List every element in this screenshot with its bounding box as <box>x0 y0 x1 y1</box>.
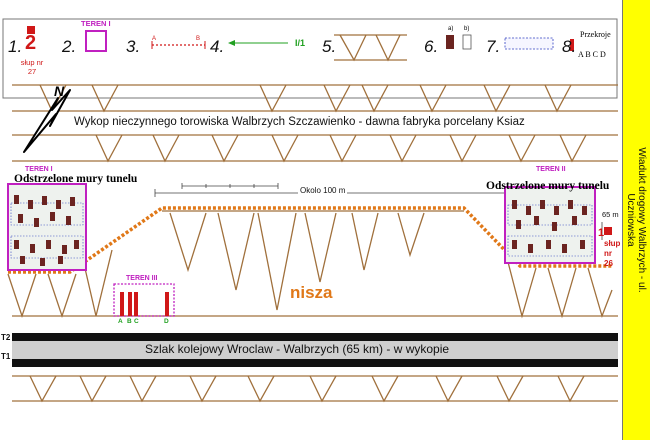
tunnel-right-label: Odstrzelone mury tunelu <box>486 180 610 192</box>
section-c-label: C <box>134 318 139 325</box>
teren2-bricks <box>512 200 587 253</box>
legend-item-3-label-b: B <box>196 36 201 42</box>
pole-26-label: słup nr 26 <box>604 239 621 268</box>
legend-item-1-number: 1. <box>8 37 23 56</box>
viaduct-sidebar <box>622 0 650 440</box>
section-d-label: D <box>164 318 169 325</box>
legend-brick-b <box>462 34 472 50</box>
slope-lower <box>7 249 618 319</box>
slope-band-2 <box>12 134 618 163</box>
legend-item-3-label-a: A <box>152 36 157 42</box>
legend-area-symbol <box>85 30 107 52</box>
legend-slope-symbol <box>334 34 407 62</box>
tunnel-left-label: Odstrzelone mury tunelu <box>14 173 138 185</box>
track-t1 <box>12 359 618 367</box>
legend-item-3-number: 3. <box>126 37 141 56</box>
legend-item-1-caption: słup nr 27 <box>20 58 44 76</box>
legend-item-6-label-b: b) <box>464 26 470 32</box>
header-title: Wykop nieczynnego torowiska Walbrzych Sz… <box>74 116 525 128</box>
legend-item-4-label: I/1 <box>295 38 306 48</box>
track-t2 <box>12 333 618 341</box>
pole-26-marker <box>604 227 612 235</box>
north-letter: N <box>54 83 65 99</box>
north-arrow <box>23 89 71 153</box>
legend-item-8-letters: A B C D <box>578 50 606 59</box>
legend-item-7-number: 7. <box>486 37 501 56</box>
legend-item-5-number: 5. <box>322 37 337 56</box>
teren2-label: TEREN II <box>536 166 566 173</box>
teren1-bricks <box>14 195 79 266</box>
scale-bar <box>181 183 279 189</box>
teren3-box <box>113 283 175 317</box>
track-gray <box>12 341 618 359</box>
legend-item-2-label: TEREN I <box>81 19 111 28</box>
viaduct-label: Wiadukt drogowy Walbrzych - ul. Uczniows… <box>625 147 647 293</box>
legend-dashed-area <box>504 37 554 50</box>
distance-small-label: 65 m <box>602 210 619 219</box>
legend-pole-symbol <box>27 26 35 34</box>
section-a-label: A <box>118 318 123 325</box>
teren3-label: TEREN III <box>126 275 158 282</box>
track-t1-label: T1 <box>1 352 11 361</box>
pole-26-number: 1 <box>598 227 605 239</box>
niche-edge-outer <box>8 206 612 274</box>
railway-label: Szlak kolejowy Wroclaw - Walbrzych (65 k… <box>145 342 450 356</box>
distance-label: Okolo 100 m <box>298 186 348 195</box>
legend-item-8-title: Przekroje <box>580 30 611 39</box>
track-t2-label: T2 <box>1 333 11 342</box>
legend-brick-a <box>446 35 454 49</box>
legend-item-6-label-a: a) <box>448 26 454 32</box>
legend-item-2-number: 2. <box>62 37 77 56</box>
teren1-label: TEREN I <box>25 166 53 173</box>
legend-item-8-number: 8. <box>562 37 577 56</box>
section-b-label: B <box>127 318 132 325</box>
slope-band-bottom <box>12 375 618 403</box>
legend-section-symbol <box>570 39 574 51</box>
legend-item-6-number: 6. <box>424 37 439 56</box>
legend-item-1-symbol: 2 <box>25 32 37 54</box>
niche-label: nisza <box>290 283 333 302</box>
legend-item-4-number: 4. <box>210 37 225 56</box>
teren3-sections <box>120 292 169 316</box>
